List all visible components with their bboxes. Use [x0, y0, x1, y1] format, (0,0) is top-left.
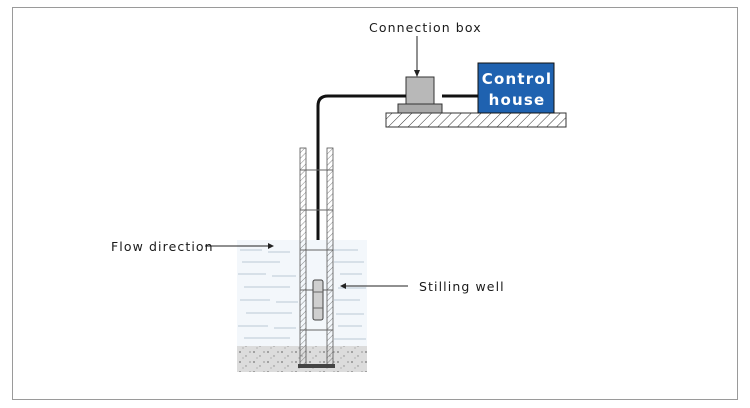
flow-direction-arrow: [205, 243, 274, 249]
ground-platform: [385, 112, 567, 128]
control-house-label-line2: house: [488, 91, 546, 109]
connection-box-label: Connection box: [369, 20, 482, 35]
control-house-box: [477, 62, 555, 114]
connection-box-arrow: [414, 36, 420, 77]
diagram-frame: [12, 7, 738, 400]
stilling-well-label: Stilling well: [419, 279, 505, 294]
flow-direction-label: Flow direction: [111, 239, 214, 254]
connection-box: [397, 76, 443, 114]
pressure-sensor: [312, 279, 324, 321]
stilling-well-tube: [298, 147, 335, 368]
control-house-label-line1: Control: [481, 70, 553, 88]
cable-to-sensor: [316, 94, 406, 280]
stilling-well-arrow: [340, 283, 408, 289]
